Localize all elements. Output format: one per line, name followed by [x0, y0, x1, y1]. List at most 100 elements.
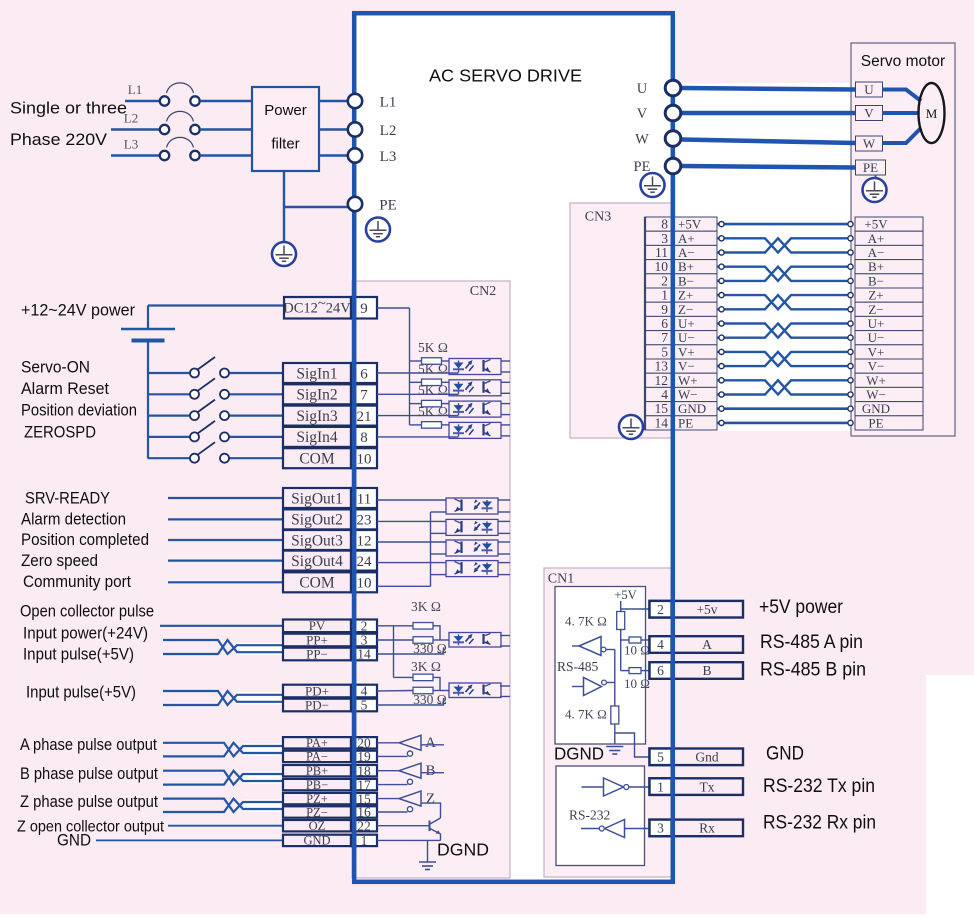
svg-text:A: A	[425, 735, 436, 751]
svg-text:COM: COM	[299, 450, 335, 467]
svg-text:SigIn1: SigIn1	[296, 365, 337, 382]
svg-text:W−: W−	[866, 387, 886, 402]
svg-text:+5V: +5V	[678, 217, 702, 232]
svg-text:7: 7	[360, 388, 368, 404]
svg-text:A+: A+	[868, 231, 885, 246]
svg-text:6: 6	[360, 366, 368, 382]
svg-text:L1: L1	[380, 95, 397, 111]
svg-text:4. 7K Ω: 4. 7K Ω	[565, 614, 607, 629]
svg-text:W+: W+	[678, 373, 698, 388]
svg-text:Input pulse(+5V): Input pulse(+5V)	[26, 683, 136, 702]
svg-text:4: 4	[657, 637, 664, 652]
svg-text:RS-485 B pin: RS-485 B pin	[760, 660, 866, 681]
svg-text:5K Ω: 5K Ω	[418, 383, 448, 398]
svg-text:22: 22	[357, 818, 371, 833]
svg-text:21: 21	[357, 409, 372, 425]
svg-text:14: 14	[655, 415, 669, 430]
svg-text:V−: V−	[868, 359, 885, 374]
svg-text:+5V: +5V	[614, 588, 636, 602]
svg-text:8: 8	[360, 430, 368, 446]
svg-text:Phase 220V: Phase 220V	[10, 130, 108, 149]
svg-text:RS-485: RS-485	[557, 659, 599, 674]
svg-text:Single or three: Single or three	[10, 99, 127, 118]
svg-text:1: 1	[361, 833, 368, 848]
svg-text:Gnd: Gnd	[695, 750, 718, 765]
svg-text:DGND: DGND	[554, 744, 604, 764]
svg-text:GND: GND	[862, 401, 890, 416]
svg-text:17: 17	[357, 777, 371, 792]
svg-text:V+: V+	[868, 344, 885, 359]
svg-text:3: 3	[361, 633, 368, 648]
svg-text:5K Ω: 5K Ω	[418, 361, 448, 376]
svg-text:A phase pulse output: A phase pulse output	[20, 735, 157, 754]
svg-text:8: 8	[661, 217, 668, 232]
svg-text:A+: A+	[678, 231, 695, 246]
svg-text:PE: PE	[868, 415, 883, 430]
svg-text:L3: L3	[124, 137, 138, 152]
svg-text:2: 2	[657, 602, 664, 617]
svg-text:5: 5	[661, 344, 668, 359]
svg-text:20: 20	[357, 736, 371, 751]
svg-text:Z phase pulse output: Z phase pulse output	[20, 792, 158, 811]
svg-text:GND: GND	[678, 401, 706, 416]
svg-text:U: U	[864, 82, 874, 97]
svg-text:Servo motor: Servo motor	[861, 53, 945, 70]
svg-text:PZ+: PZ+	[306, 792, 328, 806]
svg-text:Z+: Z+	[678, 288, 693, 303]
svg-text:Z−: Z−	[678, 302, 693, 317]
svg-text:Z−: Z−	[868, 302, 883, 317]
svg-text:SRV-READY: SRV-READY	[25, 489, 110, 508]
svg-text:3: 3	[661, 231, 668, 246]
svg-text:3: 3	[657, 821, 664, 836]
svg-text:W−: W−	[678, 387, 698, 402]
svg-text:GND: GND	[57, 831, 91, 850]
svg-text:19: 19	[357, 749, 371, 764]
svg-text:SigOut3: SigOut3	[291, 532, 343, 549]
svg-text:B phase pulse output: B phase pulse output	[20, 764, 158, 783]
svg-text:RS-232: RS-232	[569, 808, 610, 823]
svg-text:Power: Power	[264, 102, 307, 119]
svg-text:3K Ω: 3K Ω	[411, 659, 441, 674]
svg-text:CN3: CN3	[585, 210, 611, 225]
svg-text:6: 6	[657, 663, 664, 678]
svg-text:V: V	[637, 106, 648, 122]
svg-text:13: 13	[655, 359, 669, 374]
svg-text:5K Ω: 5K Ω	[418, 404, 448, 419]
svg-text:Z: Z	[426, 791, 435, 807]
svg-text:U: U	[637, 81, 648, 97]
svg-text:W+: W+	[866, 373, 886, 388]
svg-text:PA+: PA+	[306, 736, 328, 750]
svg-text:+5V: +5V	[864, 217, 888, 232]
svg-text:5: 5	[657, 750, 664, 765]
svg-text:11: 11	[655, 245, 668, 260]
svg-text:SigIn3: SigIn3	[296, 408, 338, 425]
svg-text:Alarm detection: Alarm detection	[21, 510, 126, 529]
svg-text:V+: V+	[678, 344, 695, 359]
svg-text:V: V	[864, 105, 874, 120]
svg-text:3K Ω: 3K Ω	[411, 599, 441, 614]
svg-text:PB−: PB−	[306, 778, 328, 792]
svg-text:PP+: PP+	[306, 632, 328, 647]
svg-text:2: 2	[661, 273, 668, 288]
svg-text:4: 4	[661, 387, 668, 402]
svg-text:V−: V−	[678, 359, 695, 374]
svg-text:SigOut2: SigOut2	[291, 512, 343, 529]
svg-text:B+: B+	[678, 259, 694, 274]
svg-text:SigIn2: SigIn2	[296, 387, 337, 404]
svg-text:SigOut1: SigOut1	[291, 490, 343, 507]
svg-text:10: 10	[357, 451, 372, 467]
svg-text:4. 7K Ω: 4. 7K Ω	[565, 707, 607, 722]
svg-text:B−: B−	[678, 273, 694, 288]
svg-text:+12~24V power: +12~24V power	[21, 301, 135, 320]
svg-text:PE: PE	[678, 415, 693, 430]
svg-text:5K Ω: 5K Ω	[418, 340, 448, 355]
svg-text:CN2: CN2	[470, 284, 496, 299]
svg-text:W: W	[863, 136, 876, 151]
svg-text:PV: PV	[309, 618, 326, 633]
svg-text:COM: COM	[299, 575, 335, 592]
svg-text:B: B	[425, 763, 435, 779]
svg-text:PP−: PP−	[306, 646, 328, 661]
svg-text:Input power(+24V): Input power(+24V)	[23, 624, 148, 643]
svg-text:10: 10	[357, 576, 372, 592]
svg-text:Open collector pulse: Open collector pulse	[20, 602, 154, 621]
